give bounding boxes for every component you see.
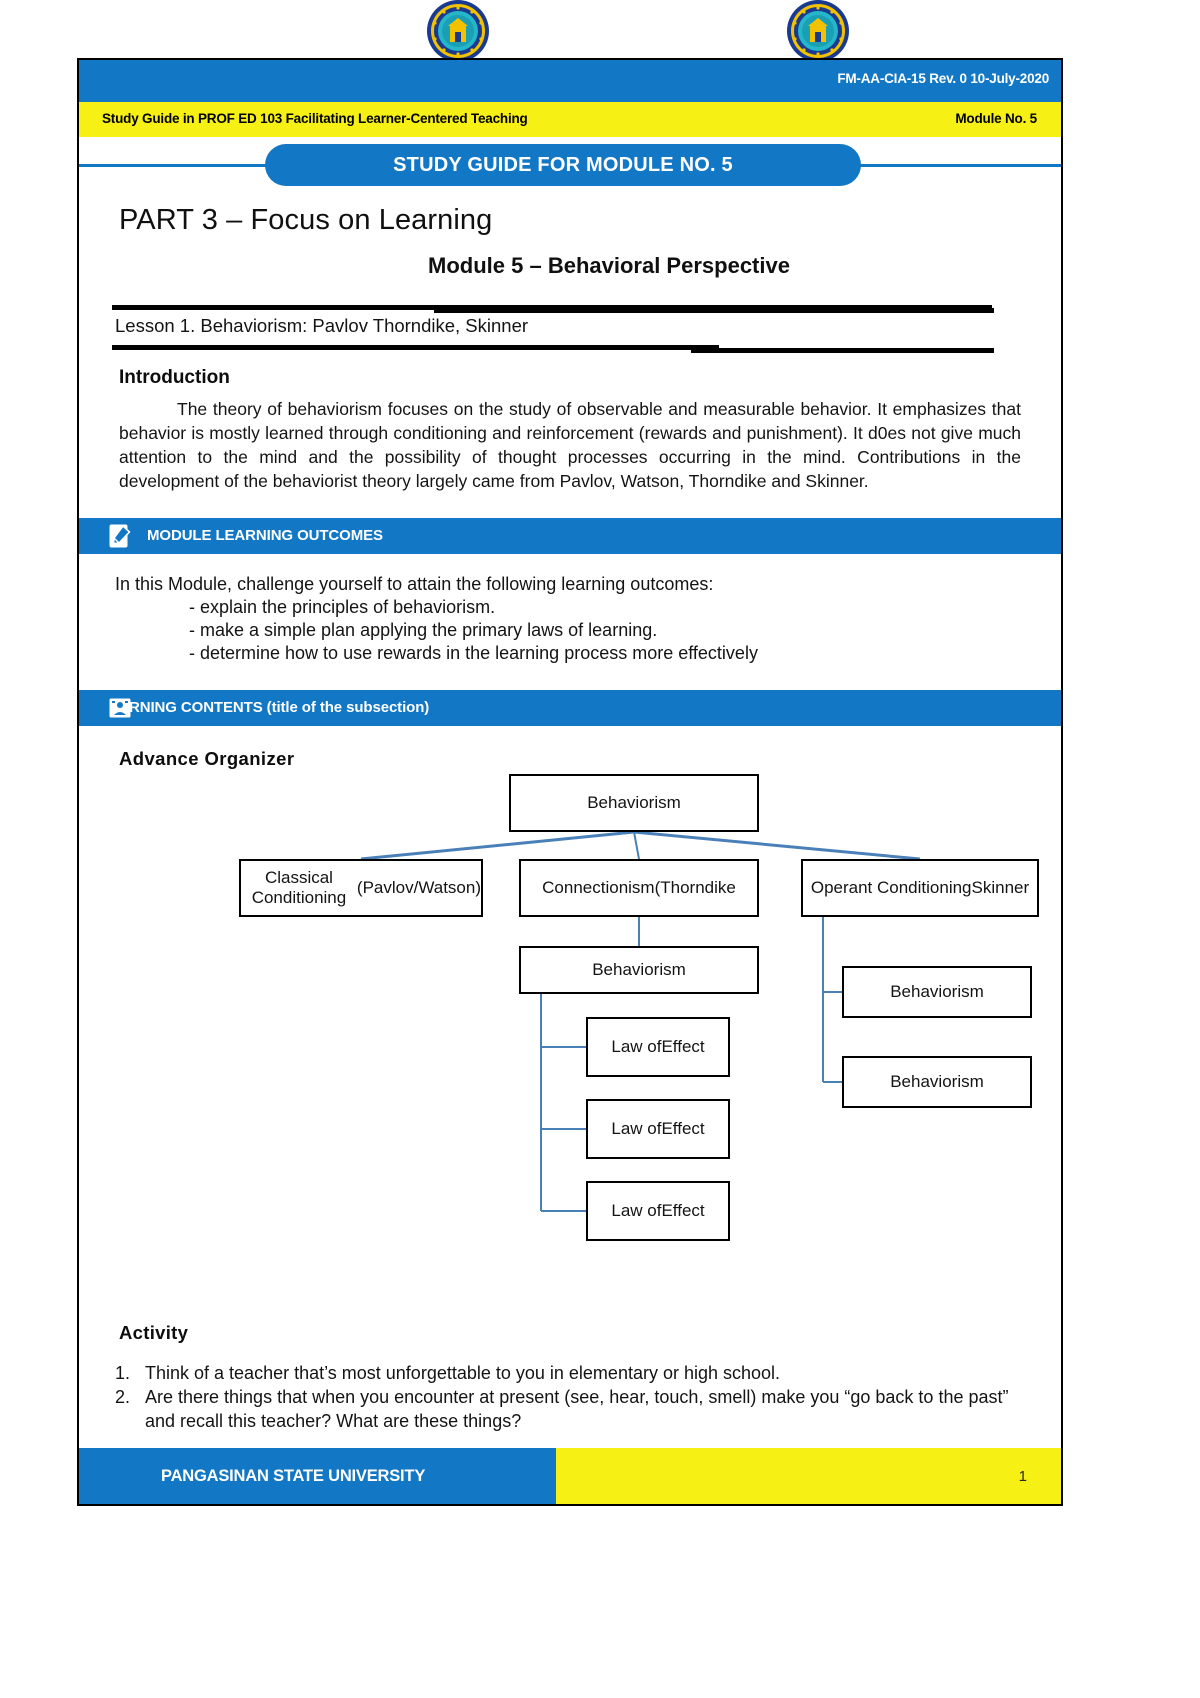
- advance-organizer-heading: Advance Organizer: [119, 747, 295, 769]
- diagram-node-c1-line-1: Classical Conditioning: [251, 867, 347, 907]
- page-number: 1: [1018, 1467, 1027, 1485]
- document-frame: FM-AA-CIA-15 Rev. 0 10-July-2020 Study G…: [77, 58, 1063, 1506]
- learning-contents-banner: RNING CONTENTS (title of the subsection): [79, 689, 1061, 726]
- diagram-connectors: [360, 830, 921, 1212]
- introduction-paragraph: The theory of behaviorism focuses on the…: [119, 399, 1021, 492]
- diagram-node-c2a2-line-1: Law of: [611, 1118, 662, 1138]
- diagram-node-root: Behaviorism: [509, 773, 759, 832]
- form-code-text: FM-AA-CIA-15 Rev. 0 10-July-2020: [837, 71, 1049, 86]
- outcome-item-3: - determine how to use rewards in the le…: [189, 642, 758, 663]
- study-guide-title-bar: Study Guide in PROF ED 103 Facilitating …: [79, 102, 1061, 137]
- document-body: PART 3 – Focus on Learning Module 5 – Be…: [79, 168, 1061, 1254]
- university-seal-icon-left: [408, 0, 508, 62]
- lesson-rule-bottom-shadow: [691, 348, 994, 353]
- page-footer: PANGASINAN STATE UNIVERSITY 1: [79, 1448, 1061, 1504]
- outcomes-intro-text: In this Module, challenge yourself to at…: [115, 573, 714, 594]
- diagram-node-c3a: Behaviorism: [842, 965, 1032, 1018]
- footer-university-name: PANGASINAN STATE UNIVERSITY: [161, 1466, 426, 1485]
- diagram-node-c2a: Behaviorism: [519, 945, 759, 994]
- lesson-rule-bottom: [112, 345, 719, 350]
- diagram-node-c1-line-2: (Pavlov/Watson): [356, 877, 481, 897]
- diagram-node-c2: Connectionism(Thorndike: [519, 858, 759, 917]
- activity-list: 1. Think of a teacher that’s most unforg…: [115, 1362, 1035, 1434]
- module-number-label: Module No. 5: [955, 111, 1037, 126]
- diagram-node-c2a3-line-1: Law of: [611, 1200, 662, 1220]
- footer-page-block: 1: [556, 1448, 1061, 1504]
- diagram-node-c3a-line-1: Behaviorism: [890, 981, 984, 1001]
- form-code-bar: FM-AA-CIA-15 Rev. 0 10-July-2020: [79, 60, 1061, 102]
- learning-contents-label: RNING CONTENTS (title of the subsection): [129, 699, 430, 717]
- diagram-node-c2a2-line-2: Effect: [661, 1118, 705, 1138]
- activity-item-2-text: Are there things that when you encounter…: [145, 1387, 1009, 1431]
- activity-item-2: 2. Are there things that when you encoun…: [115, 1386, 1035, 1433]
- activity-item-1: 1. Think of a teacher that’s most unforg…: [115, 1362, 1035, 1385]
- diagram-node-c2a-line-1: Behaviorism: [592, 959, 686, 979]
- pencil-notepad-icon: [107, 523, 133, 549]
- module-learning-outcomes-banner: MODULE LEARNING OUTCOMES: [79, 517, 1061, 554]
- diagram-node-c3b: Behaviorism: [842, 1055, 1032, 1108]
- study-guide-title: Study Guide in PROF ED 103 Facilitating …: [102, 111, 528, 126]
- diagram-node-c3-line-1: Operant Conditioning: [810, 877, 972, 897]
- module-title: Module 5 – Behavioral Perspective: [428, 253, 790, 278]
- diagram-node-c2a1-line-1: Law of: [611, 1036, 662, 1056]
- seal-row: [0, 0, 1200, 62]
- university-seal-icon-right: [768, 0, 868, 62]
- diagram-node-c3-line-2: Skinner: [971, 877, 1030, 897]
- diagram-node-c1: Classical Conditioning (Pavlov/Watson): [239, 858, 483, 917]
- diagram-node-c2a3-line-2: Effect: [661, 1200, 705, 1220]
- activity-item-1-text: Think of a teacher that’s most unforgett…: [145, 1363, 781, 1383]
- diagram-node-c2a1-line-2: Effect: [661, 1036, 705, 1056]
- outcome-item-1: - explain the principles of behaviorism.: [189, 596, 496, 617]
- diagram-node-root-line-1: Behaviorism: [587, 792, 681, 812]
- diagram-node-c3b-line-1: Behaviorism: [890, 1071, 984, 1091]
- module-learning-outcomes-label: MODULE LEARNING OUTCOMES: [147, 527, 383, 545]
- diagram-node-c2-line-2: (Thorndike: [654, 877, 736, 897]
- lesson-title: Lesson 1. Behaviorism: Pavlov Thorndike,…: [115, 315, 529, 336]
- activity-heading: Activity: [119, 1322, 189, 1343]
- part-title: PART 3 – Focus on Learning: [119, 204, 493, 236]
- study-guide-pill-title: STUDY GUIDE FOR MODULE NO. 5: [265, 144, 861, 186]
- outcome-item-2: - make a simple plan applying the primar…: [189, 619, 658, 640]
- activity-item-1-number: 1.: [115, 1363, 131, 1383]
- lesson-rule-top-shadow: [434, 308, 994, 313]
- activity-item-2-number: 2.: [115, 1387, 131, 1408]
- introduction-heading: Introduction: [119, 367, 230, 388]
- lesson-title-block: Lesson 1. Behaviorism: Pavlov Thorndike,…: [79, 305, 1061, 357]
- diagram-node-c2-line-1: Connectionism: [542, 877, 655, 897]
- footer-university-block: PANGASINAN STATE UNIVERSITY: [79, 1448, 556, 1504]
- book-reader-icon: [107, 695, 133, 721]
- lesson-rule-top: [112, 305, 992, 310]
